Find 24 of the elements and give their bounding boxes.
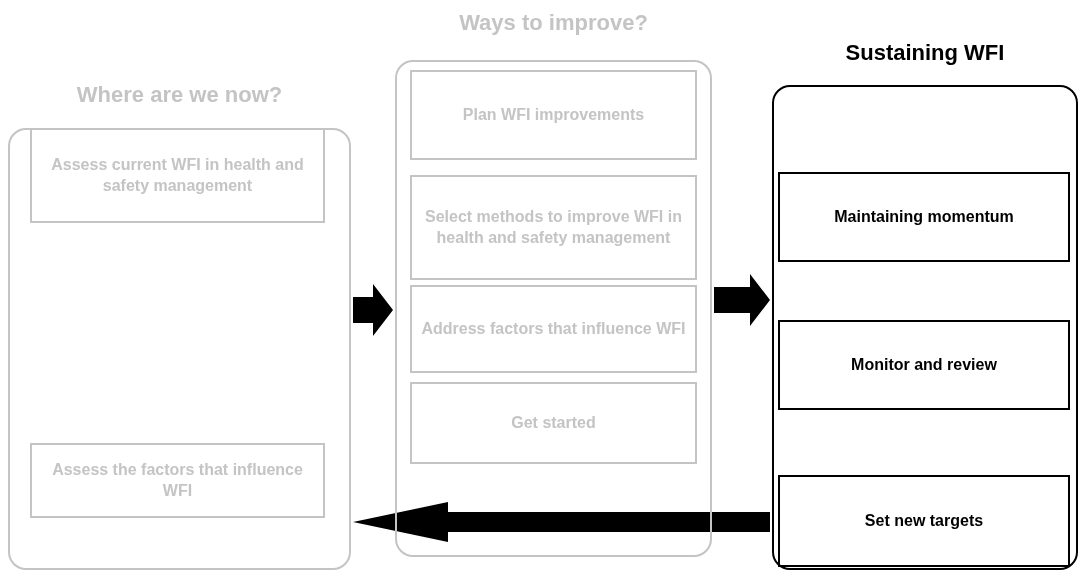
step-box — [410, 175, 697, 280]
step-label: Assess current WFI in health and safety management — [50, 154, 305, 196]
step-box — [410, 382, 697, 464]
step-label: Get started — [511, 412, 596, 433]
step-box — [778, 172, 1070, 262]
block-arrow — [714, 274, 770, 326]
step-label: Maintaining momentum — [834, 206, 1014, 227]
step-label: Select methods to improve WFI in health and safety management — [424, 206, 683, 248]
step-label: Address factors that influence WFI — [421, 318, 686, 339]
step-box — [30, 128, 325, 223]
step-box — [410, 285, 697, 373]
panel-heading: Ways to improve? — [458, 10, 649, 36]
step-box — [778, 320, 1070, 410]
panel-heading: Where are we now? — [75, 82, 284, 108]
step-box — [778, 475, 1070, 567]
step-label: Assess the factors that influence WFI — [51, 459, 304, 501]
step-label: Plan WFI improvements — [462, 104, 645, 125]
step-box — [30, 443, 325, 518]
block-arrow — [353, 284, 393, 336]
panel-heading: Sustaining WFI — [844, 40, 1006, 66]
step-box — [410, 70, 697, 160]
block-arrow — [353, 502, 770, 542]
step-label: Set new targets — [864, 510, 984, 531]
step-label: Monitor and review — [851, 354, 997, 375]
